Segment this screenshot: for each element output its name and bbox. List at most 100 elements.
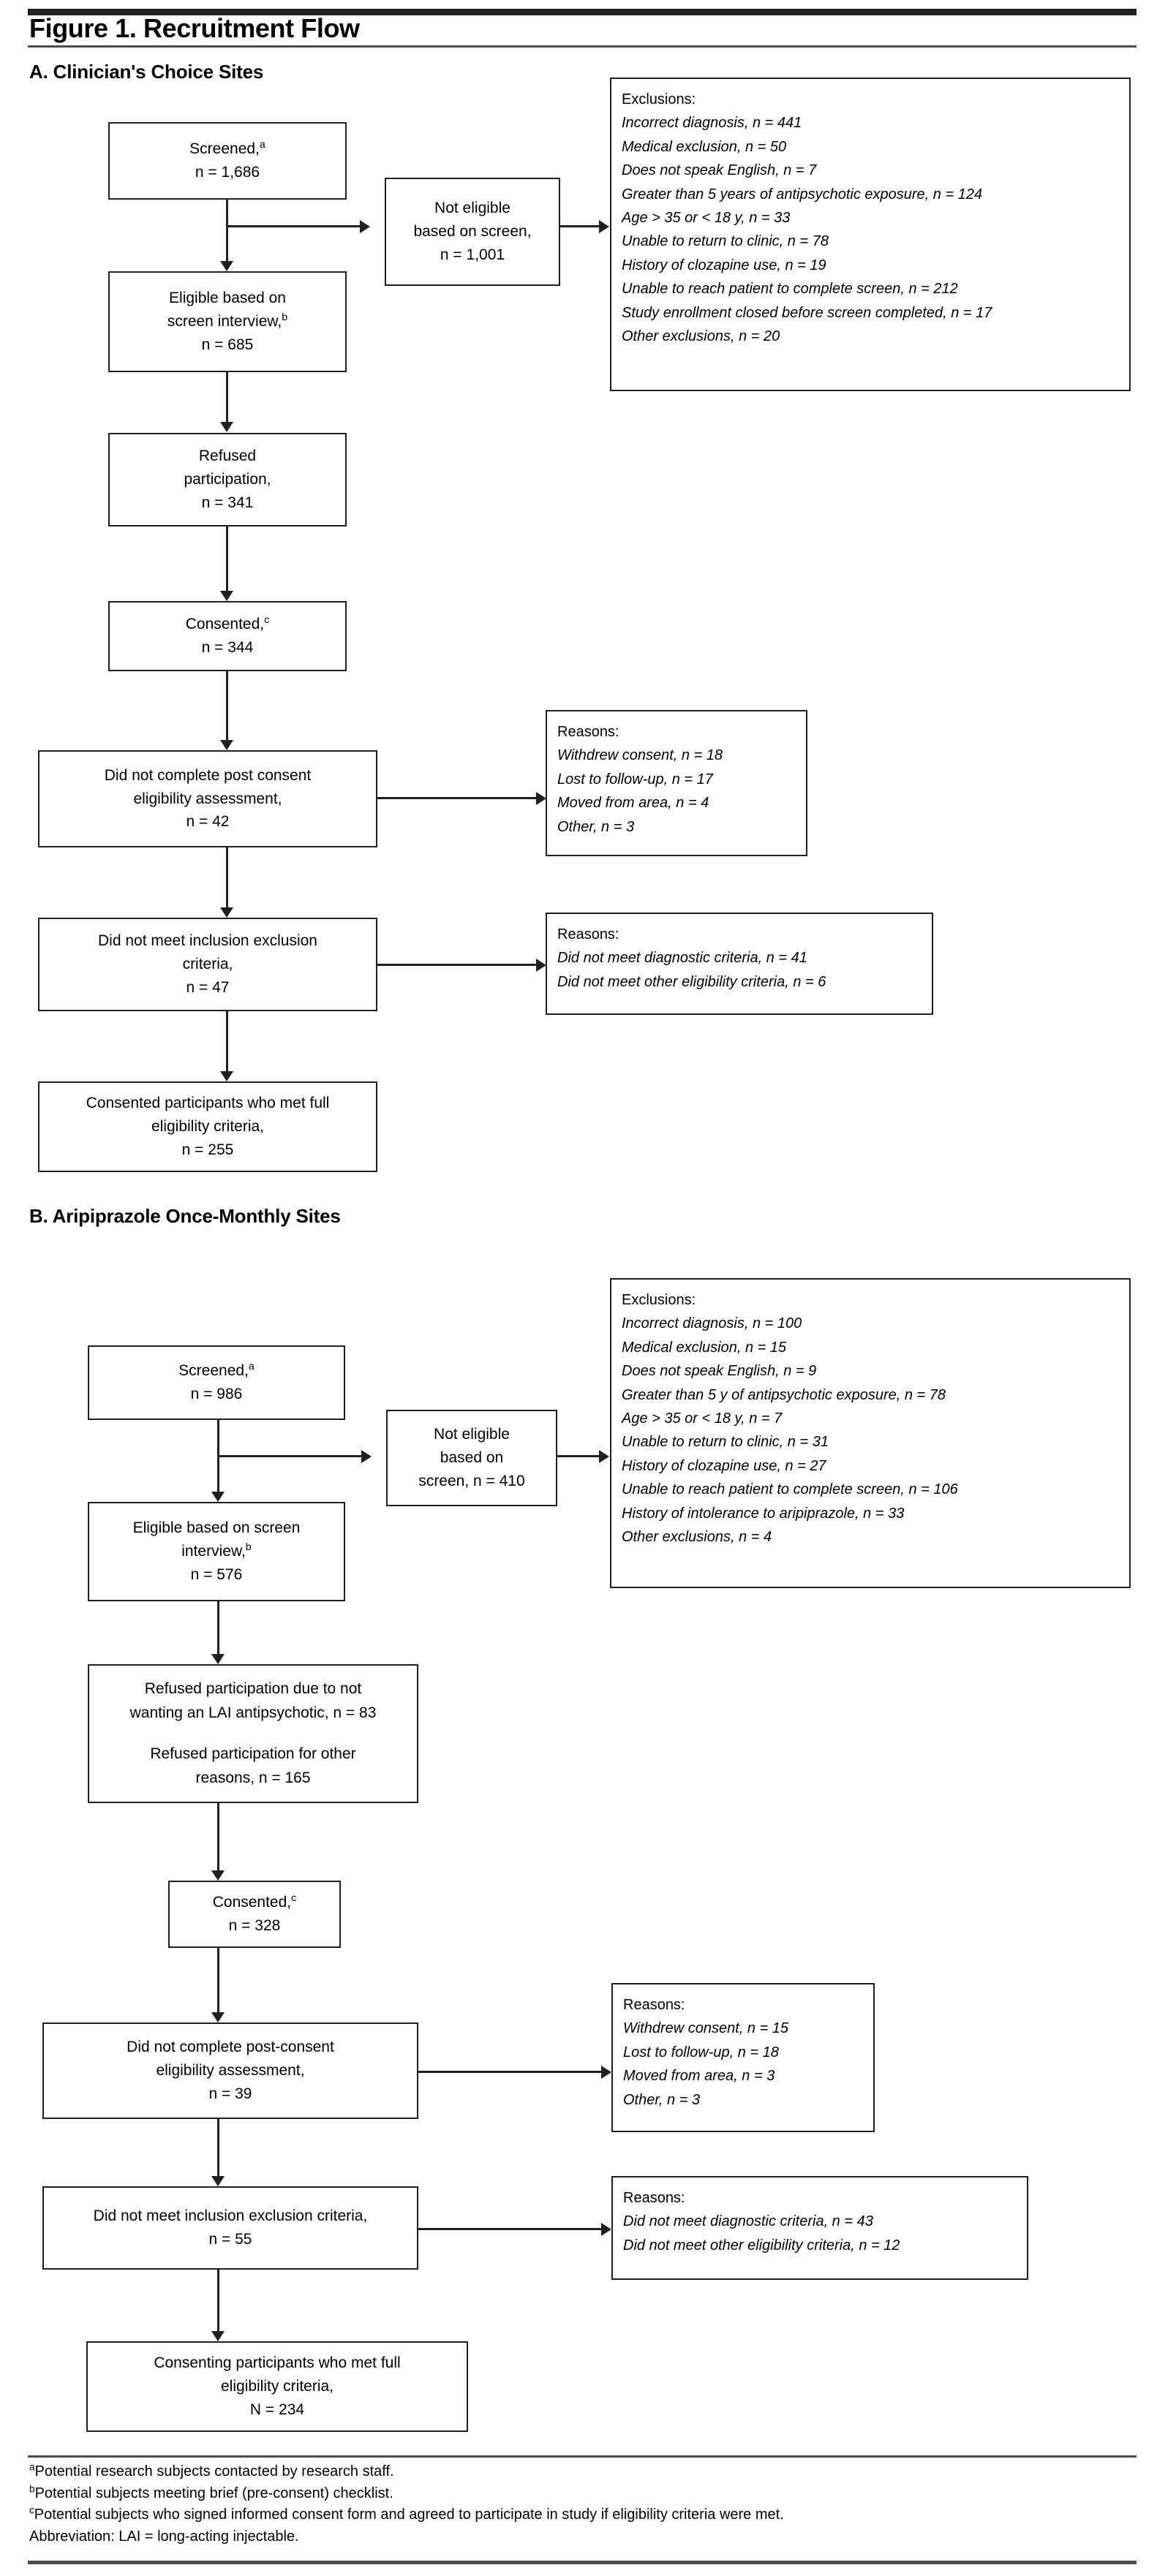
box-b-no-post-consent-n: n = 39 [208,2085,252,2102]
listbox-b-reasons2-header: Reasons: [623,2190,685,2206]
box-a-no-criteria-n: n = 47 [186,978,230,996]
footnote-marker-c: c [264,614,270,627]
footnote-marker-b: b [29,2482,35,2494]
exclusion-item: Unable to return to clinic, n = 31 [622,1434,829,1451]
box-a-no-criteria: Did not meet inclusion exclusion criteri… [38,918,377,1011]
exclusion-item: Age > 35 or < 18 y, n = 33 [622,209,791,226]
box-b-final: Consenting participants who met full eli… [86,2341,468,2432]
box-b-no-post-consent-line2: eligibility assessment, [156,2062,305,2080]
box-a-eligible-n: n = 685 [201,336,254,353]
connector-a-eligible-down [226,372,228,425]
arrowhead-b-refused [211,1654,225,1664]
connector-a-consented-down [226,671,228,743]
connector-b-screened-right [217,1455,363,1457]
listbox-a-exclusions-header: Exclusions: [622,91,696,107]
box-a-final-line1: Consented participants who met full [86,1095,330,1112]
connector-b-eligible-down [217,1601,219,1657]
reason-item: Did not meet diagnostic criteria, n = 43 [623,2213,873,2230]
reason-item: Lost to follow-up, n = 17 [557,771,713,787]
reason-item: Lost to follow-up, n = 18 [623,2044,779,2061]
box-a-refused-line2: participation, [184,471,271,488]
exclusion-item: Other exclusions, n = 20 [622,328,780,344]
exclusion-item: Incorrect diagnosis, n = 441 [622,115,802,132]
connector-b-criteria-down [217,2270,219,2334]
connector-b-reasons2 [418,2228,604,2230]
box-a-not-eligible-line1: Not eligible [434,200,510,217]
exclusion-item: Unable to return to clinic, n = 78 [622,233,829,250]
box-b-consented: Consented,c n = 328 [168,1881,341,1948]
reason-item: Did not meet diagnostic criteria, n = 41 [557,950,807,967]
box-b-no-criteria: Did not meet inclusion exclusion criteri… [42,2186,418,2270]
exclusion-item: Study enrollment closed before screen co… [622,304,992,321]
arrowhead-a-reasons1 [536,792,546,805]
listbox-b-reasons-criteria: Reasons: Did not meet diagnostic criteri… [611,2176,1028,2280]
arrowhead-b-criteria [211,2176,225,2186]
footnote-a-text: Potential research subjects contacted by… [34,2463,394,2479]
arrowhead-b-post-consent [211,2012,225,2022]
exclusion-item: Unable to reach patient to complete scre… [622,1481,958,1498]
box-a-eligible-line1: Eligible based on [169,290,286,307]
arrowhead-b-not-eligible [361,1450,372,1463]
box-a-refused-line1: Refused [198,447,257,465]
connector-a-reasons1 [377,797,538,799]
connector-b-refused-down [217,1803,219,1873]
box-b-refused-line3: Refused participation for other [150,1745,356,1762]
footnote-b-text: Potential subjects meeting brief (pre-co… [34,2485,393,2501]
box-b-not-eligible: Not eligible based on screen, n = 410 [386,1410,557,1506]
box-b-refused-line2: wanting an LAI antipsychotic, n = 83 [129,1704,377,1722]
footnotes: aPotential research subjects contacted b… [29,2461,784,2547]
box-b-final-line1: Consenting participants who met full [154,2354,401,2372]
connector-a-post-consent-down [226,847,228,910]
box-a-consented-label: Consented, [185,616,265,633]
footnote-marker-a: a [259,139,265,151]
box-a-screened: Screened,a n = 1,686 [108,122,347,200]
box-b-refused-line4: reasons, n = 165 [195,1769,311,1787]
arrowhead-a-exclusions [599,220,609,233]
footnote-marker-a: a [29,2461,35,2473]
box-b-not-eligible-line3: screen, n = 410 [418,1472,525,1489]
box-b-screened: Screened,a n = 986 [88,1345,345,1420]
connector-b-exclusions [557,1455,601,1457]
box-b-screened-n: n = 986 [190,1386,243,1402]
arrowhead-a-not-eligible [360,220,370,233]
arrowhead-b-final [211,2331,225,2341]
reason-item: Withdrew consent, n = 18 [557,747,723,764]
footnote-marker-c: c [29,2504,34,2516]
reason-item: Did not meet other eligibility criteria,… [623,2237,900,2254]
footnote-marker-a: a [248,1361,255,1373]
footnote-c-text: Potential subjects who signed informed c… [34,2507,784,2523]
box-a-refused-n: n = 341 [201,494,254,511]
reason-item: Withdrew consent, n = 15 [623,2020,789,2037]
connector-b-post-consent-down [217,2119,219,2179]
header-rule-top [28,9,1137,15]
box-a-final-n: n = 255 [181,1141,234,1158]
connector-a-reasons2 [377,964,538,966]
arrowhead-b-exclusions [599,1450,609,1463]
box-b-no-criteria-line1: Did not meet inclusion exclusion criteri… [93,2207,368,2225]
box-a-consented: Consented,c n = 344 [108,601,347,671]
connector-a-screened-right [226,225,362,227]
exclusion-item: History of clozapine use, n = 27 [622,1457,826,1474]
abbreviation-note: Abbreviation: LAI = long-acting injectab… [29,2528,299,2545]
exclusion-item: Does not speak English, n = 7 [622,162,817,179]
footnote-marker-b: b [245,1541,252,1554]
box-b-consented-n: n = 328 [228,1917,281,1934]
arrowhead-b-reasons1 [601,2066,611,2079]
box-a-refused: Refused participation, n = 341 [108,433,347,526]
box-b-screened-label: Screened, [178,1362,249,1380]
reason-item: Moved from area, n = 3 [623,2068,775,2085]
arrowhead-a-consented [220,591,233,601]
box-a-consented-n: n = 344 [201,639,254,656]
arrowhead-b-screened-down [211,1492,225,1502]
panel-b-title: B. Aripiprazole Once-Monthly Sites [29,1205,341,1227]
box-a-not-eligible-n: n = 1,001 [440,246,505,263]
arrowhead-a-screened-down [220,261,233,271]
box-a-no-criteria-line1: Did not meet inclusion exclusion [98,932,317,950]
box-b-refused-line1: Refused participation due to not [144,1680,362,1697]
box-b-consented-label: Consented, [212,1894,292,1911]
exclusion-item: History of clozapine use, n = 19 [622,257,826,273]
footnote-marker-c: c [291,1892,297,1905]
page-title: Figure 1. Recruitment Flow [29,13,360,43]
box-b-eligible: Eligible based on screen interview,b n =… [88,1502,345,1601]
